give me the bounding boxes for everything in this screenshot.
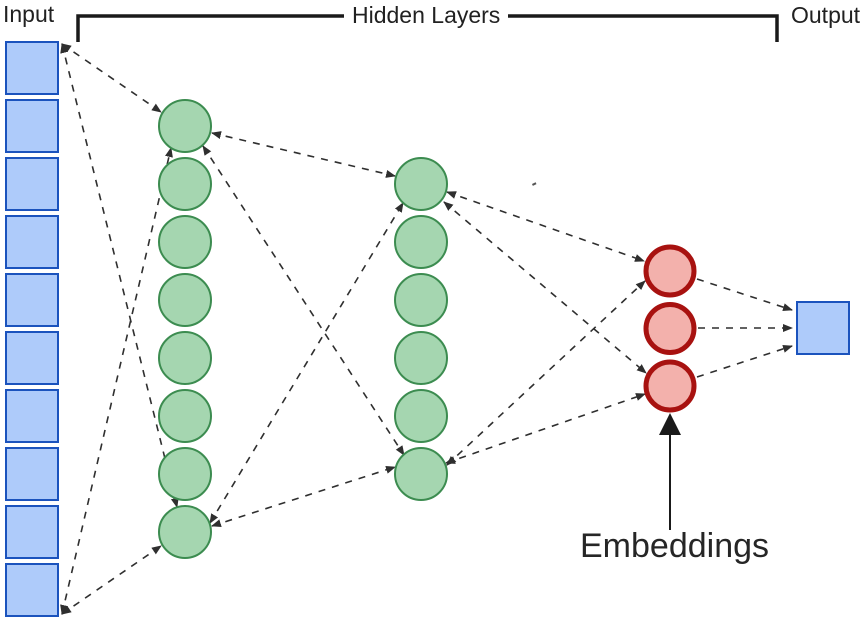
embedding-layer-node xyxy=(643,359,697,413)
connection-line xyxy=(61,545,162,615)
input-layer-node xyxy=(5,331,59,385)
hidden-layer-1-node xyxy=(158,505,212,559)
connection-line xyxy=(696,278,793,312)
input-layer-node xyxy=(5,99,59,153)
hidden-layer-2-node xyxy=(394,331,448,385)
hidden-layer-2-node xyxy=(394,273,448,327)
input-layer-node xyxy=(5,563,59,617)
embedding-layer-node xyxy=(643,244,697,298)
input-layer-node xyxy=(5,215,59,269)
connection-line xyxy=(446,191,645,262)
input-layer-node xyxy=(5,447,59,501)
input-layer-node xyxy=(5,41,59,95)
connection-line xyxy=(446,280,646,466)
hidden-layer-1-node xyxy=(158,215,212,269)
hidden-layer-1-node xyxy=(158,389,212,443)
hidden-layer-2-node xyxy=(394,157,448,211)
embeddings-arrow-head-icon xyxy=(659,413,681,435)
connection-line xyxy=(202,145,405,456)
connection-line xyxy=(443,201,647,374)
embedding-layer-node xyxy=(643,302,697,355)
hidden-layer-2-node xyxy=(394,447,448,501)
output-label: Output xyxy=(791,2,861,28)
input-layer-node xyxy=(5,273,59,327)
hidden-layers-label: Hidden Layers xyxy=(344,0,509,32)
hidden-layer-1-node xyxy=(158,157,212,211)
hidden-layer-1-node xyxy=(158,331,212,385)
input-layer-node xyxy=(5,389,59,443)
connection-line xyxy=(209,202,404,524)
connection-line xyxy=(211,465,396,528)
input-layer-node xyxy=(5,505,59,559)
embeddings-label: Embeddings xyxy=(580,527,770,565)
hidden-layer-1-node xyxy=(158,99,212,153)
output-layer-node xyxy=(796,301,850,355)
hidden-layer-2-node xyxy=(394,389,448,443)
stray-mark xyxy=(531,182,537,186)
input-layer-node xyxy=(5,157,59,211)
connection-line xyxy=(60,43,179,508)
input-label: Input xyxy=(3,1,55,27)
connection-line xyxy=(60,147,173,615)
connection-line xyxy=(211,131,396,178)
connection-line xyxy=(445,393,646,464)
connection-line xyxy=(696,344,793,378)
hidden-layer-1-node xyxy=(158,447,212,501)
hidden-layer-2-node xyxy=(394,215,448,269)
hidden-layer-1-node xyxy=(158,273,212,327)
